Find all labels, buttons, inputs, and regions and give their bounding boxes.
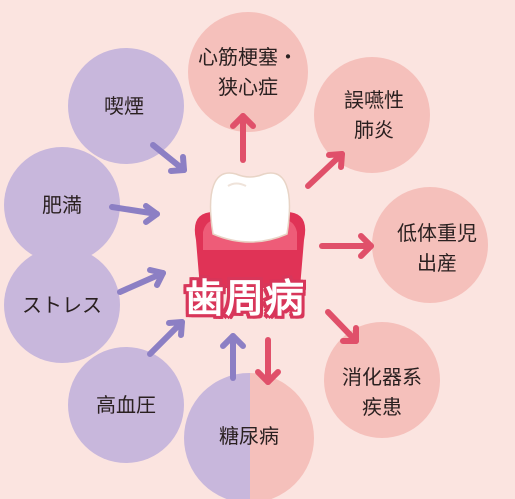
- arrow-stress-to-center: [117, 267, 166, 295]
- effect-label-line: 低体重児: [397, 221, 477, 245]
- effect-label-line: 狭心症: [218, 75, 278, 99]
- cause-label-smoking: 喫煙: [104, 91, 144, 121]
- diabetes-label-line: 糖尿病: [219, 424, 279, 448]
- effect-label-digestive: 消化器系 疾患: [342, 362, 422, 422]
- cause-circle-hypertension: [68, 347, 184, 463]
- cause-label-line: 肥満: [42, 193, 82, 217]
- effect-circle-digestive: [324, 322, 440, 438]
- effect-label-low-birth-weight: 低体重児 出産: [397, 218, 477, 278]
- effect-circle-pneumonia: [314, 57, 430, 173]
- cause-label-hypertension: 高血圧: [96, 390, 156, 420]
- effect-label-line: 誤嚥性: [344, 88, 404, 112]
- arrow-center-to-diabetes: [255, 337, 281, 385]
- arrow-center-to-pneumonia: [305, 151, 345, 189]
- diabetes-circle: [184, 373, 314, 499]
- cause-circle-smoking: [68, 48, 184, 164]
- tooth-with-gum-icon: [194, 172, 306, 288]
- arrow-center-to-heart: [230, 113, 256, 163]
- effect-circle-low-birth-weight: [372, 187, 488, 303]
- cause-label-obesity: 肥満: [42, 190, 82, 220]
- arrow-center-to-digestive: [325, 309, 359, 344]
- diabetes-label: 糖尿病: [219, 421, 279, 451]
- arrow-center-to-low-birth-weight: [319, 233, 374, 259]
- effect-label-line: 出産: [417, 251, 457, 275]
- effect-label-line: 心筋梗塞・: [198, 45, 298, 69]
- effect-label-line: 肺炎: [354, 118, 394, 142]
- effect-label-line: 消化器系: [342, 365, 422, 389]
- cause-label-line: 高血圧: [96, 393, 156, 417]
- cause-label-stress: ストレス: [22, 290, 102, 320]
- cause-circle-stress: [4, 247, 120, 363]
- cause-circle-obesity: [4, 147, 120, 263]
- effect-circle-heart: [188, 12, 308, 132]
- effect-label-pneumonia: 誤嚥性 肺炎: [344, 85, 404, 145]
- cause-label-line: 喫煙: [104, 94, 144, 118]
- arrow-obesity-to-center: [109, 203, 160, 225]
- center-label-periodontal-disease: 歯周病: [184, 277, 306, 322]
- arrow-smoking-to-center: [150, 142, 187, 174]
- arrow-diabetes-to-center: [220, 333, 246, 381]
- arrow-hypertension-to-center: [147, 319, 185, 357]
- effect-label-heart: 心筋梗塞・ 狭心症: [198, 42, 298, 102]
- cause-label-line: ストレス: [22, 293, 102, 317]
- effect-label-line: 疾患: [362, 395, 402, 419]
